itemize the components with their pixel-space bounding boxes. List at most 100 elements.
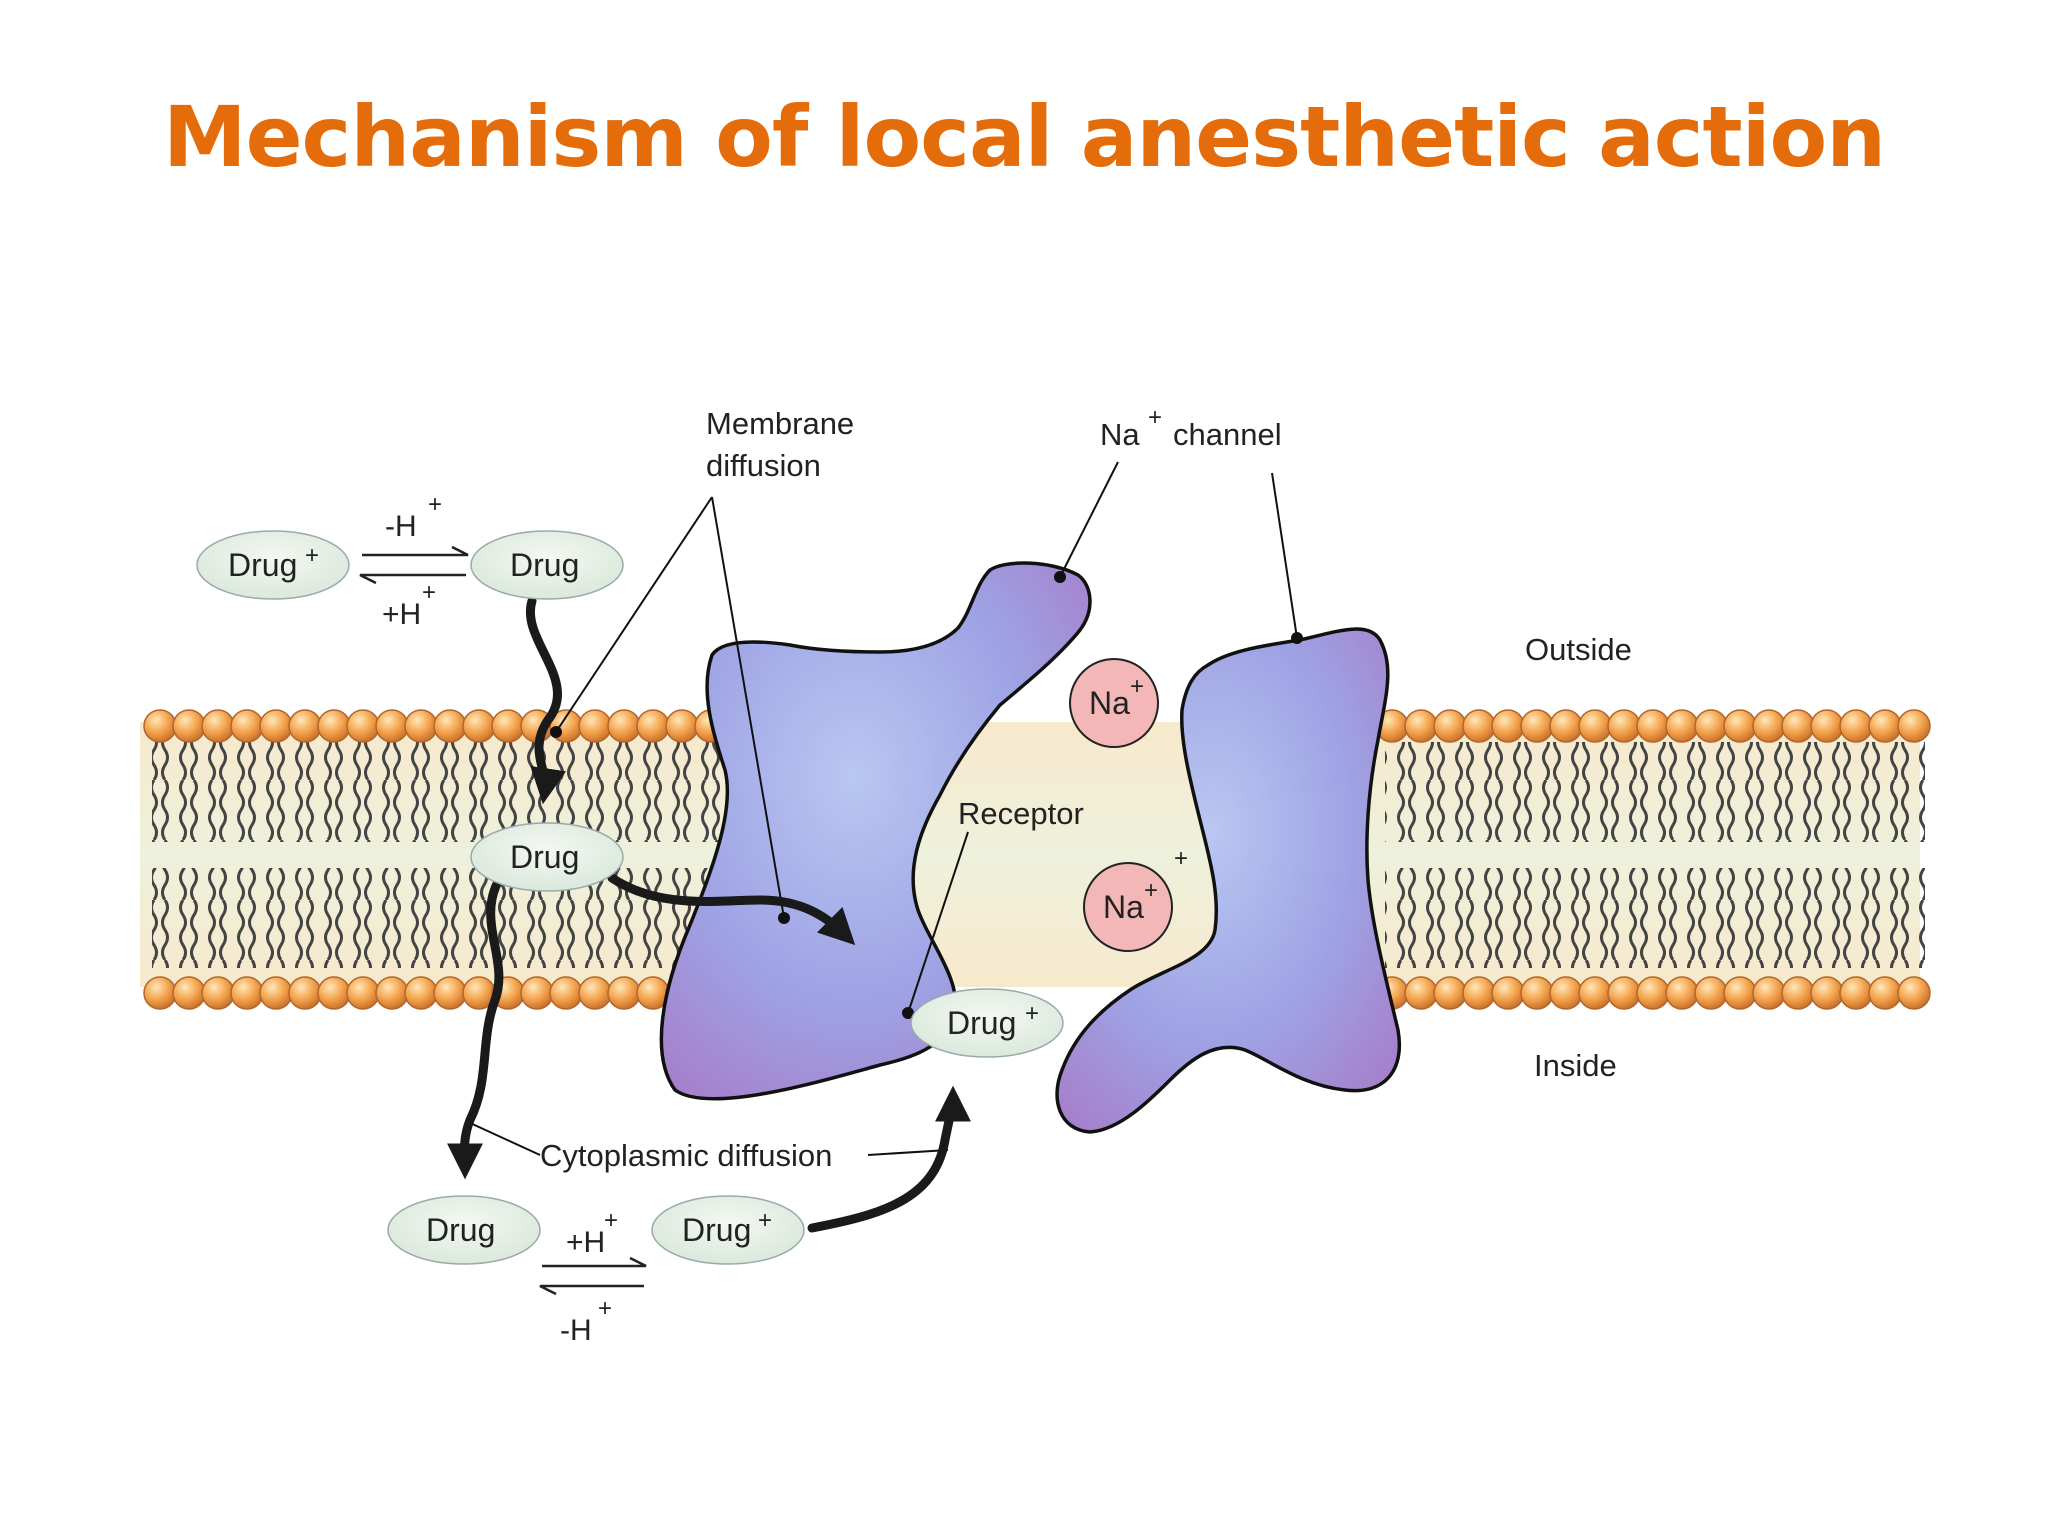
lipid-head — [143, 976, 177, 1010]
lipid-head — [201, 709, 235, 743]
lipid-head — [1897, 709, 1931, 743]
lipid-head — [259, 709, 293, 743]
lipid-head — [1549, 709, 1583, 743]
plus-h-top-charge: + — [422, 579, 436, 606]
arrow-up-to-receptor — [807, 1085, 971, 1233]
lipid-head — [1636, 976, 1670, 1010]
lipid-head — [143, 709, 177, 743]
lipid-head — [1694, 976, 1728, 1010]
drug-outside-label: Drug — [510, 547, 579, 583]
cytoplasmic-leader-left — [467, 1121, 541, 1156]
lipid-head — [259, 976, 293, 1010]
channel-protein-left — [659, 561, 1092, 1101]
lipid-head — [578, 976, 612, 1010]
lipid-head — [433, 709, 467, 743]
drug-outside: Drug — [470, 530, 624, 600]
lipid-head — [1404, 709, 1438, 743]
na-channel-label-suffix: channel — [1173, 417, 1282, 452]
outside-label: Outside — [1525, 632, 1632, 667]
lipid-head — [1897, 976, 1931, 1010]
drug-ion-cytoplasm: Drug + — [651, 1195, 805, 1265]
lipid-head — [1433, 976, 1467, 1010]
sodium-ion-lower-label: Na — [1103, 889, 1144, 925]
drug-ion-cytoplasm-label: Drug — [682, 1212, 751, 1248]
membrane-diffusion-leader-2 — [711, 496, 785, 919]
lipid-head — [636, 709, 670, 743]
sodium-ion-upper-charge: + — [1130, 673, 1144, 700]
lipid-head — [1520, 976, 1554, 1010]
lipid-head — [230, 976, 264, 1010]
lipid-head — [1665, 709, 1699, 743]
lipid-head — [665, 709, 699, 743]
lower-tails-right — [1385, 868, 1925, 968]
drug-ion-outside-label: Drug — [228, 547, 297, 583]
diagram-title: Mechanism of local anesthetic action — [162, 88, 1886, 186]
minus-h-bottom: -H — [560, 1314, 592, 1347]
sodium-ion-lower-charge: + — [1144, 877, 1158, 904]
lipid-head — [1810, 976, 1844, 1010]
arrow-into-membrane — [525, 596, 566, 805]
lipid-head — [375, 709, 409, 743]
drug-membrane: Drug — [470, 822, 624, 892]
lipid-head — [549, 976, 583, 1010]
equilibrium-bottom — [539, 1256, 647, 1296]
drug-ion-cytoplasm-charge: + — [758, 1207, 772, 1234]
lipid-head — [1868, 976, 1902, 1010]
cytoplasmic-leader-right — [867, 1149, 949, 1156]
diffusion-arrows — [446, 596, 971, 1233]
lipid-head — [1665, 976, 1699, 1010]
channel-protein-right — [1055, 627, 1401, 1134]
drug-ion-receptor: Drug + — [910, 988, 1064, 1058]
drug-cytoplasm-label: Drug — [426, 1212, 495, 1248]
lipid-head — [1752, 976, 1786, 1010]
lipid-head — [1694, 709, 1728, 743]
stray-plus-sign: + — [1174, 845, 1188, 872]
lipid-head — [346, 709, 380, 743]
lipid-head — [172, 709, 206, 743]
plus-h-bottom: +H — [566, 1226, 605, 1259]
sodium-ion-upper-label: Na — [1089, 685, 1130, 721]
lipid-head — [317, 976, 351, 1010]
upper-tails-right — [1385, 742, 1925, 842]
lipid-head — [1636, 709, 1670, 743]
lipid-head — [1723, 976, 1757, 1010]
na-channel-leader-1 — [1059, 461, 1119, 578]
drug-membrane-label: Drug — [510, 839, 579, 875]
minus-h-top: -H — [385, 510, 417, 543]
leader-lines — [467, 461, 1298, 1156]
sodium-ion-lower: Na + — [1083, 862, 1173, 952]
cytoplasmic-diffusion-label: Cytoplasmic diffusion — [540, 1138, 832, 1173]
plus-h-bottom-charge: + — [604, 1207, 618, 1234]
lipid-head — [1433, 709, 1467, 743]
lipid-head — [1781, 976, 1815, 1010]
lipid-head — [462, 709, 496, 743]
upper-lipid-heads — [143, 709, 1931, 743]
lower-tails-left — [152, 868, 727, 968]
lipid-head — [1723, 709, 1757, 743]
minus-h-top-charge: + — [428, 491, 442, 518]
lipid-head — [1549, 976, 1583, 1010]
lipid-head — [1810, 709, 1844, 743]
drug-ion-outside: Drug + — [196, 530, 350, 600]
membrane-diffusion-label-line2: diffusion — [706, 448, 821, 483]
lipid-head — [1491, 976, 1525, 1010]
lipid-head — [1839, 976, 1873, 1010]
drug-ion-receptor-label: Drug — [947, 1005, 1016, 1041]
lipid-head — [230, 709, 264, 743]
equilibrium-top — [359, 545, 469, 585]
upper-tails-left — [152, 742, 727, 842]
lipid-head — [288, 976, 322, 1010]
lipid-head — [346, 976, 380, 1010]
inside-label: Inside — [1534, 1048, 1617, 1083]
lipid-head — [404, 709, 438, 743]
lipid-head — [1868, 709, 1902, 743]
lipid-head — [1462, 709, 1496, 743]
lipid-head — [375, 976, 409, 1010]
lipid-head — [172, 976, 206, 1010]
lipid-head — [288, 709, 322, 743]
sodium-channel — [659, 561, 1401, 1134]
arrow-to-receptor — [607, 873, 856, 946]
drug-ion-outside-charge: + — [305, 542, 319, 569]
plus-h-top: +H — [382, 598, 421, 631]
lipid-head — [317, 709, 351, 743]
